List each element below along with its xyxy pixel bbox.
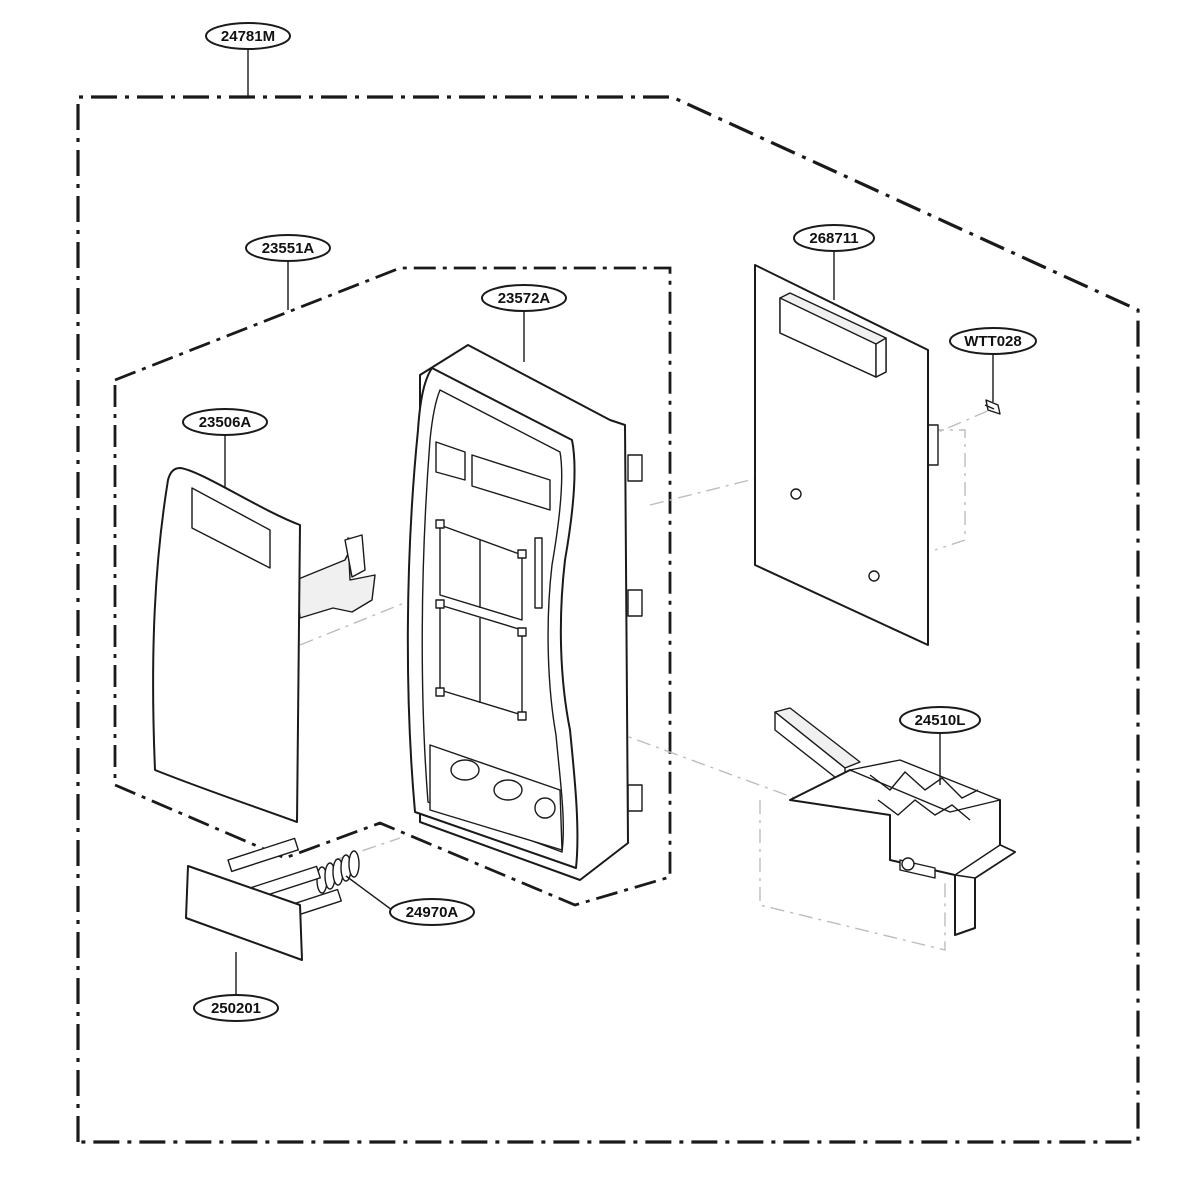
callout-control-assembly: 23551A — [245, 234, 331, 262]
callout-door-latch: 24510L — [899, 706, 981, 734]
callout-screw: WTT028 — [949, 327, 1037, 355]
callout-label-pcb-board: 268711 — [809, 230, 858, 247]
door-latch-part — [774, 707, 1016, 936]
callout-label-display-window: 23506A — [199, 414, 252, 431]
push-button-part — [185, 837, 342, 961]
callout-label-door-latch: 24510L — [915, 712, 966, 729]
callout-spring: 24970A — [389, 898, 475, 926]
callout-label-spring: 24970A — [406, 904, 459, 921]
callout-display-window: 23506A — [182, 408, 268, 436]
screw-part — [984, 399, 1001, 415]
callout-label-control-assembly: 23551A — [262, 240, 315, 257]
callout-label-assembly: 24781M — [221, 28, 275, 45]
control-assembly-boundary — [113, 266, 672, 907]
control-panel-frame-part — [406, 344, 643, 881]
spring-part — [316, 850, 360, 894]
assembly-boundary — [76, 95, 1140, 1144]
callout-label-control-panel-frame: 23572A — [498, 290, 551, 307]
callout-assembly: 24781M — [205, 22, 291, 50]
leader-lines — [224, 48, 994, 996]
display-window-part — [152, 467, 376, 823]
callout-label-push-button: 250201 — [211, 1000, 261, 1017]
callout-pcb-board: 268711 — [793, 224, 875, 252]
callout-label-screw: WTT028 — [964, 333, 1022, 350]
callout-push-button: 250201 — [193, 994, 279, 1022]
callout-control-panel-frame: 23572A — [481, 284, 567, 312]
pcb-board-part — [754, 264, 939, 646]
